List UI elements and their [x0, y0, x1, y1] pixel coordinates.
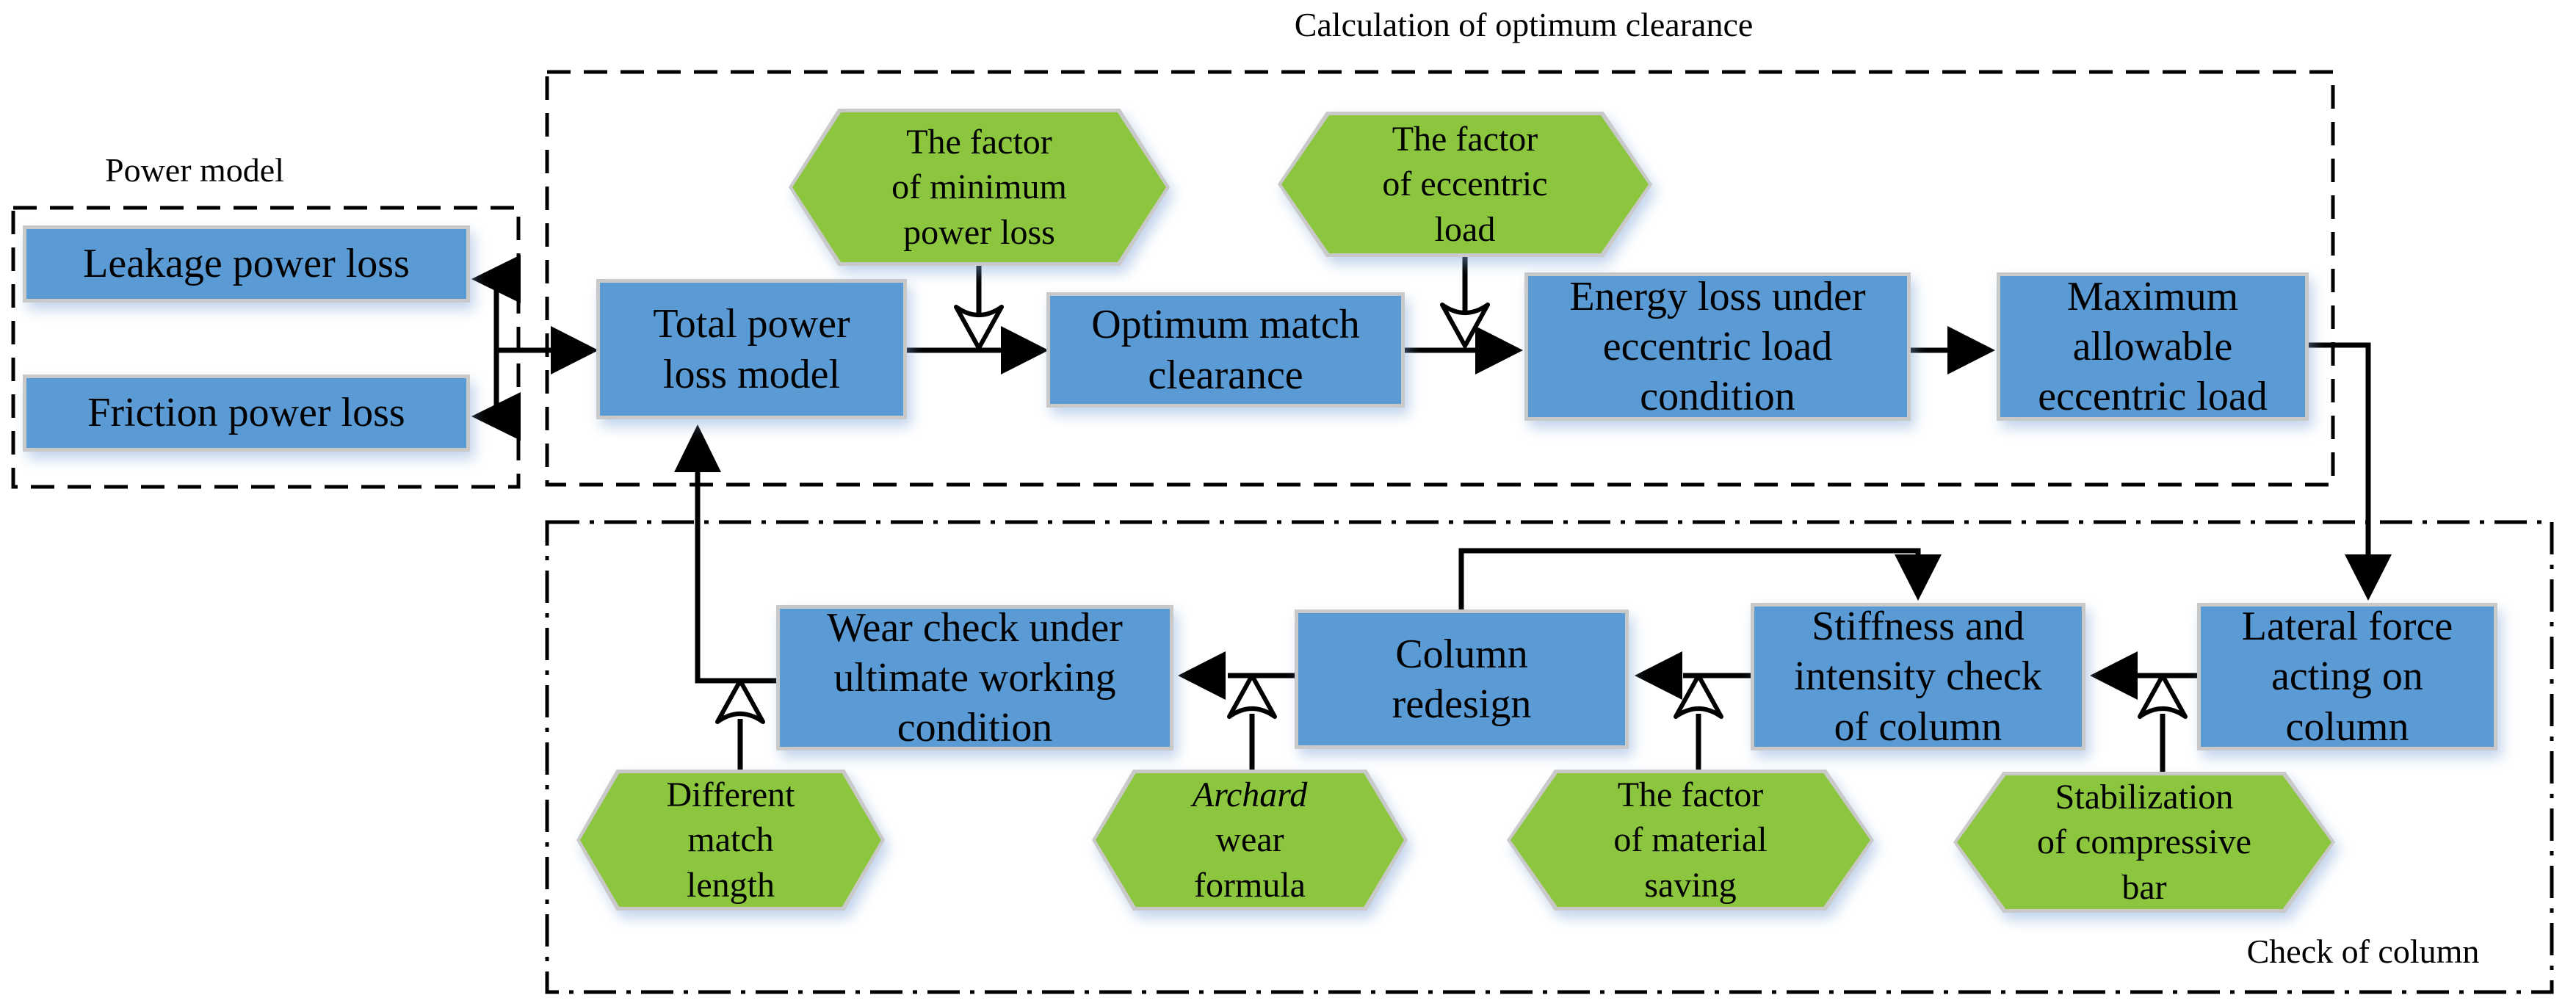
- arrow-powermodel-to-total: [471, 255, 598, 441]
- box-column-redesign: Column redesign: [1295, 609, 1629, 749]
- check-of-column-group-title: Check of column: [2246, 933, 2480, 970]
- arrow-redesign-to-wear: [1178, 651, 1295, 700]
- arrow-stabilization-input: [2138, 673, 2188, 772]
- box-maximum-allowable-load: Maximum allowable eccentric load: [1997, 272, 2309, 421]
- arrow-archard-input: [1227, 673, 1277, 770]
- check-of-column-group-border: [545, 520, 2554, 994]
- box-total-power-loss-model: Total power loss model: [596, 279, 907, 419]
- box-wear-check: Wear check under ultimate working condit…: [776, 605, 1173, 750]
- power-model-group-title: Power model: [104, 151, 284, 189]
- archard-italic-word: Archard: [1192, 775, 1308, 814]
- arrow-difflength-input: [715, 678, 765, 770]
- arrow-lateral-to-stiffness: [2090, 651, 2197, 700]
- box-stiffness-intensity-check: Stiffness and intensity check of column: [1751, 603, 2085, 750]
- box-energy-loss-eccentric: Energy loss under eccentric load conditi…: [1524, 272, 1911, 421]
- archard-rest-text: wear formula: [1194, 820, 1306, 905]
- box-lateral-force-column: Lateral force acting on column: [2197, 603, 2497, 750]
- arrow-stiffness-to-redesign: [1635, 651, 1751, 700]
- hex-factor-material-saving: The factor of material saving: [1507, 770, 1874, 911]
- box-leakage-power-loss: Leakage power loss: [23, 225, 470, 303]
- arrow-eccentric-input: [1440, 256, 1490, 348]
- arrow-wear-to-total: [674, 424, 776, 684]
- arrow-optimum-to-energy: [1405, 326, 1523, 374]
- arrow-minpower-input: [954, 264, 1004, 350]
- hex-different-match-length: Different match length: [576, 770, 885, 911]
- hex-archard-wear-formula: Archard wear formula: [1092, 770, 1408, 911]
- hex-stabilization-compressive-bar: Stabilization of compressive bar: [1953, 772, 2335, 913]
- hex-factor-eccentric-load: The factor of eccentric load: [1278, 112, 1652, 257]
- box-optimum-match-clearance: Optimum match clearance: [1046, 292, 1405, 408]
- arrow-maximum-to-lateral: [2309, 342, 2392, 601]
- box-friction-power-loss: Friction power loss: [23, 374, 470, 452]
- arrow-material-input: [1674, 673, 1723, 770]
- hex-factor-minimum-power-loss: The factor of minimum power loss: [789, 109, 1170, 266]
- calc-clearance-group-title: Calculation of optimum clearance: [1294, 6, 1754, 43]
- arrow-total-to-optimum: [907, 326, 1049, 374]
- arrow-energy-to-maximum: [1911, 326, 1995, 374]
